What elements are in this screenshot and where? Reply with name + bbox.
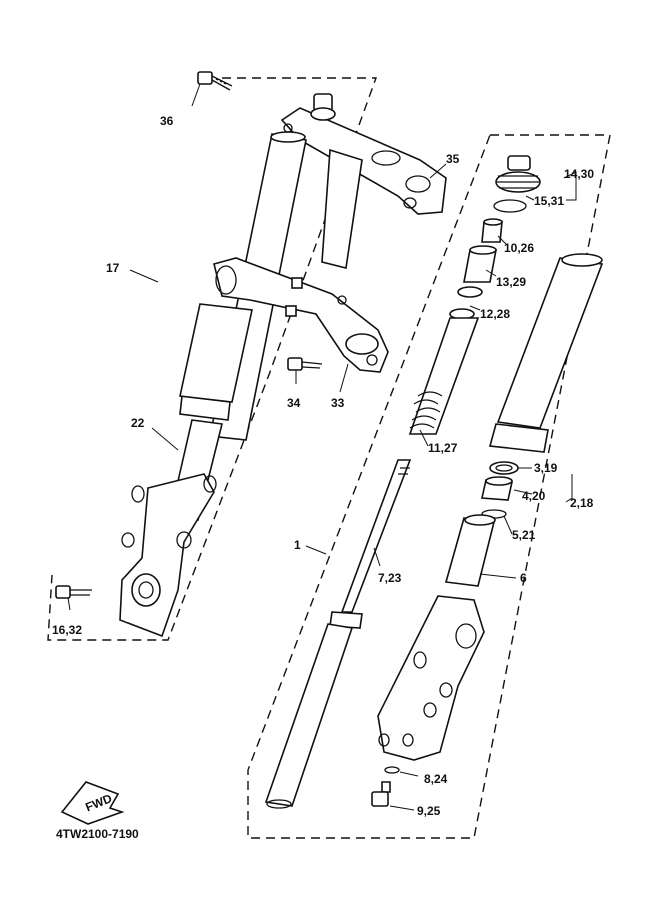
bushing-4-20 — [481, 476, 513, 501]
fork-leg-left — [119, 473, 217, 638]
callout-11-27: 11,27 — [428, 441, 458, 455]
lower-bracket — [213, 257, 389, 373]
callout-4-20: 4,20 — [522, 489, 546, 503]
oil-seal-3-19 — [489, 461, 519, 475]
o-ring-15-31 — [493, 199, 527, 213]
outer-tube-left — [169, 303, 253, 521]
bolt-36 — [197, 71, 233, 91]
inner-tube-1 — [264, 623, 354, 809]
callout-16-32: 16,32 — [52, 623, 82, 637]
bolt-9-25 — [371, 781, 391, 807]
top-bracket — [280, 93, 447, 215]
callout-34: 34 — [287, 396, 301, 410]
callout-labels: 36 35 17 14,30 15,31 10,26 13,29 12,28 3… — [52, 114, 594, 818]
callout-9-25: 9,25 — [417, 804, 441, 818]
callout-5-21: 5,21 — [512, 528, 536, 542]
callout-33: 33 — [331, 396, 345, 410]
callout-15-31: 15,31 — [534, 194, 564, 208]
callout-22: 22 — [131, 416, 145, 430]
callout-17: 17 — [106, 261, 120, 275]
bolt-34 — [287, 357, 323, 371]
diagram-code: 4TW2100-7190 — [56, 827, 139, 841]
fwd-direction-icon: FWD — [60, 781, 125, 825]
bolt-16-32 — [55, 585, 92, 599]
fork-leg-right — [377, 595, 485, 761]
fork-spring-11-27 — [408, 317, 480, 435]
callout-36: 36 — [160, 114, 174, 128]
washer-8-24 — [384, 766, 400, 774]
callout-8-24: 8,24 — [424, 772, 448, 786]
callout-12-28: 12,28 — [480, 307, 510, 321]
callout-3-19: 3,19 — [534, 461, 558, 475]
spring-seat-12-28 — [449, 286, 483, 320]
callout-2-18: 2,18 — [570, 496, 594, 510]
left-assembly-boundary — [47, 77, 377, 641]
cap-bolt-14-30 — [495, 155, 541, 193]
right-assembly-boundary — [247, 134, 611, 839]
callout-10-26: 10,26 — [504, 241, 534, 255]
outer-tube-right — [488, 253, 604, 453]
callout-1: 1 — [294, 538, 301, 552]
callout-7-23: 7,23 — [378, 571, 402, 585]
callout-13-29: 13,29 — [496, 275, 526, 289]
callout-14-30: 14,30 — [564, 167, 594, 181]
damper-rod-7-23 — [329, 459, 412, 629]
damper-tube-6 — [444, 514, 496, 587]
callout-35: 35 — [446, 152, 460, 166]
collar-10-26 — [481, 218, 503, 243]
leader-lines — [67, 83, 577, 811]
callout-6: 6 — [520, 571, 527, 585]
spacer-13-29 — [463, 245, 497, 283]
